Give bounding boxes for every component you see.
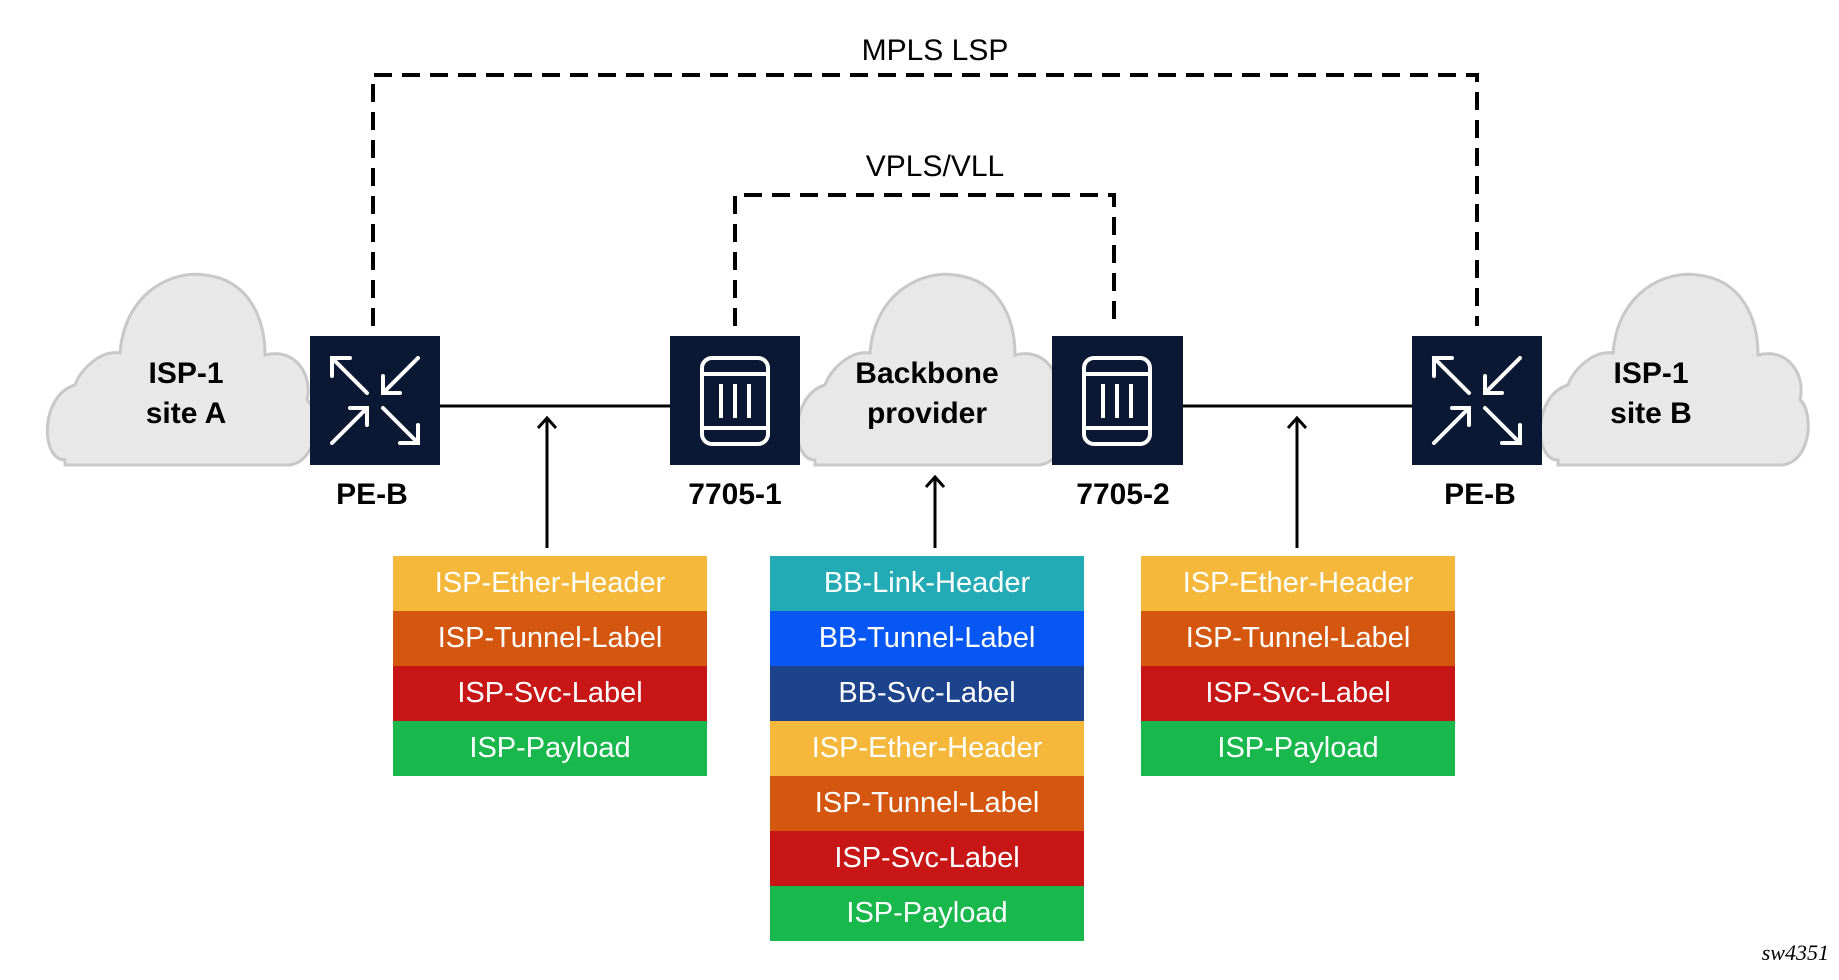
cloud-right-line2: site B: [1610, 397, 1692, 430]
node-7705-2[interactable]: [1052, 336, 1183, 465]
node-label-pe-right: PE-B: [1444, 478, 1516, 511]
header-field: ISP-Svc-Label: [770, 831, 1084, 886]
vpls-vll-path: [733, 193, 1116, 326]
header-field: BB-Svc-Label: [770, 666, 1084, 721]
chassis-icon: [700, 356, 770, 446]
header-field: ISP-Svc-Label: [1141, 666, 1455, 721]
node-7705-1[interactable]: [670, 336, 800, 465]
header-field: ISP-Ether-Header: [770, 721, 1084, 776]
header-field: BB-Tunnel-Label: [770, 611, 1084, 666]
header-field: ISP-Ether-Header: [1141, 556, 1455, 611]
arrow-up-icon: [536, 415, 558, 548]
figure-id-caption: sw4351: [1761, 940, 1829, 965]
header-field: ISP-Tunnel-Label: [770, 776, 1084, 831]
node-label-pe-left: PE-B: [336, 478, 408, 511]
header-field: ISP-Tunnel-Label: [393, 611, 707, 666]
cloud-right-line1: ISP-1: [1613, 357, 1688, 390]
cloud-left-line1: ISP-1: [148, 357, 223, 390]
header-field: BB-Link-Header: [770, 556, 1084, 611]
mpls-lsp-label: MPLS LSP: [862, 34, 1009, 67]
node-pe-b-left[interactable]: [310, 336, 440, 465]
cloud-middle-line2: provider: [867, 397, 987, 430]
header-field: ISP-Svc-Label: [393, 666, 707, 721]
node-label-7705-2: 7705-2: [1076, 478, 1169, 511]
header-field: ISP-Payload: [393, 721, 707, 776]
arrow-up-icon: [924, 474, 946, 548]
router-arrows-icon: [1432, 356, 1522, 445]
arrow-up-icon: [1286, 415, 1308, 548]
vpls-vll-label: VPLS/VLL: [866, 150, 1004, 183]
header-field: ISP-Tunnel-Label: [1141, 611, 1455, 666]
node-pe-b-right[interactable]: [1412, 336, 1542, 465]
cloud-middle-line1: Backbone: [855, 357, 998, 390]
chassis-icon: [1082, 356, 1152, 446]
header-field: ISP-Payload: [770, 886, 1084, 941]
node-label-7705-1: 7705-1: [688, 478, 781, 511]
cloud-left-line2: site A: [146, 397, 227, 430]
mpls-lsp-path: [371, 73, 1479, 326]
header-field: ISP-Ether-Header: [393, 556, 707, 611]
header-field: ISP-Payload: [1141, 721, 1455, 776]
router-arrows-icon: [330, 356, 420, 445]
